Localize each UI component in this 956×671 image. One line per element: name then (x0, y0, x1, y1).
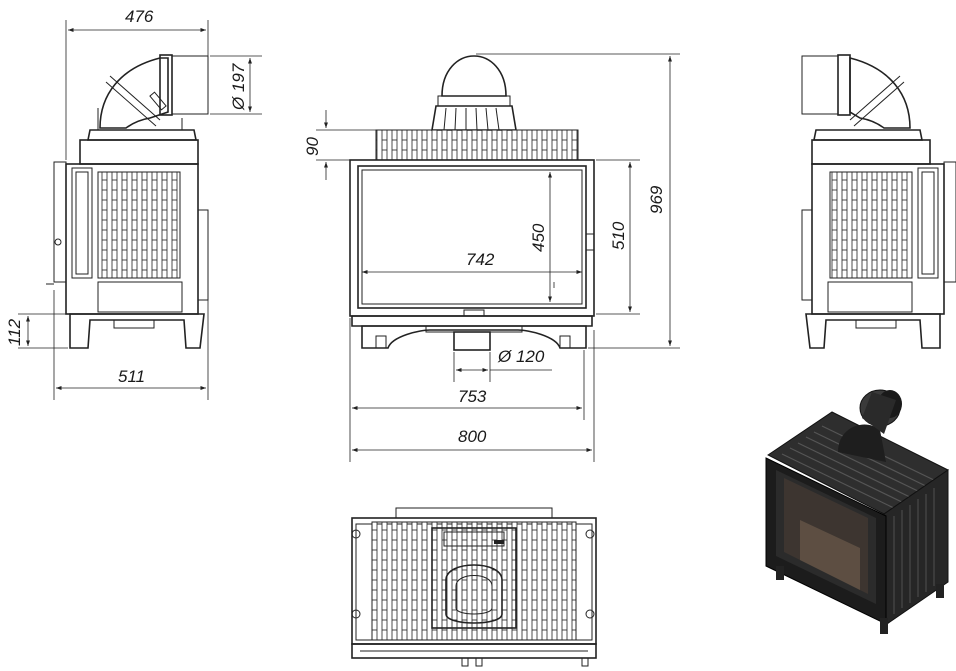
dim-flue-height: 90 (303, 110, 432, 180)
dim-leg-height-label: 112 (5, 318, 24, 346)
dim-side-base-width: 511 (53, 290, 209, 400)
dim-air-inlet-diameter-label: Ø 120 (497, 347, 545, 366)
dim-flue-height-label: 90 (303, 137, 322, 156)
dim-total-height: 969 (476, 53, 680, 349)
dim-side-base-width-label: 511 (118, 367, 145, 386)
dim-air-inlet-offset: 753 (349, 318, 585, 462)
dim-flue-diameter: Ø 197 (210, 55, 262, 115)
fireplace-insert-render (765, 389, 949, 634)
right-side-view (801, 54, 956, 349)
dim-door-height: 510 (596, 159, 640, 315)
dim-glass-width: 742 (362, 250, 582, 274)
side-ribs (97, 171, 181, 279)
dim-glass-height: 450 (529, 172, 555, 302)
top-view (351, 507, 597, 667)
dim-side-depth-label: 476 (125, 7, 154, 26)
dim-air-inlet-diameter: Ø 120 (453, 347, 552, 382)
front-top-fins (375, 129, 579, 161)
dim-glass-height-label: 450 (529, 223, 548, 252)
dim-door-height-label: 510 (609, 221, 628, 250)
dim-total-height-label: 969 (647, 185, 666, 214)
dim-glass-width-label: 742 (466, 250, 495, 269)
dim-leg-height: 112 (5, 313, 68, 349)
dim-total-width: 800 (352, 330, 595, 462)
front-view (349, 55, 595, 351)
dim-side-depth: 476 (65, 7, 209, 160)
left-side-view (46, 54, 209, 349)
dim-air-inlet-offset-label: 753 (458, 387, 487, 406)
dim-flue-diameter-label: Ø 197 (229, 63, 248, 111)
dim-total-width-label: 800 (458, 427, 487, 446)
